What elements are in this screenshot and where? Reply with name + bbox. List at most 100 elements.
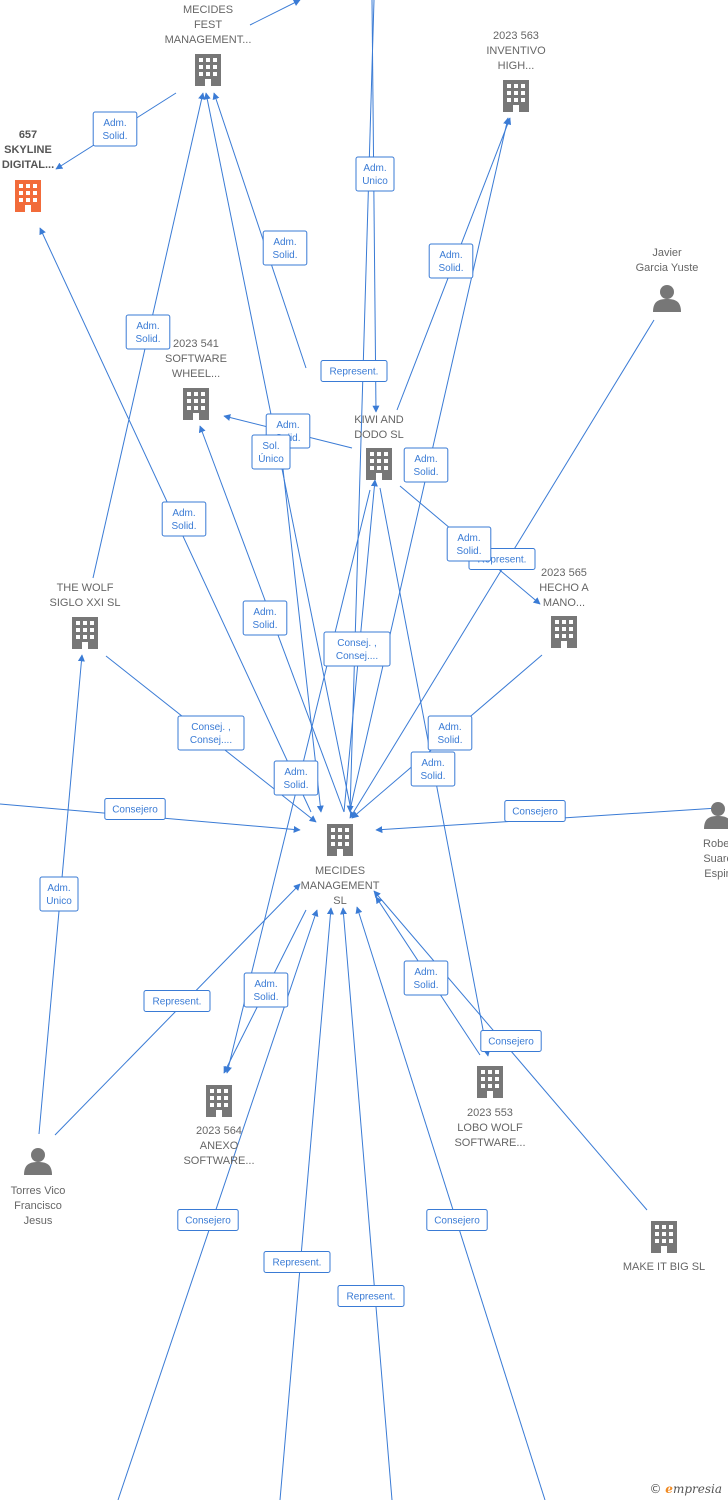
edge-label-el12[interactable]: Adm.Solid. — [446, 526, 492, 562]
building-icon — [551, 616, 577, 648]
edge-label-el21[interactable]: Adm. Unico — [39, 876, 79, 912]
edge-label-text: Adm. — [172, 508, 195, 519]
edge-label-box — [39, 876, 79, 912]
edge-label-el28[interactable]: Represent. — [263, 1251, 331, 1273]
edge-label-box — [323, 631, 391, 667]
node-label-line: MANAGEMENT... — [165, 34, 252, 46]
edge-label-el9[interactable]: Adm.Solid. — [403, 447, 449, 483]
node-label-line: Javier — [652, 247, 682, 259]
edge-label-text: Solid. — [437, 735, 462, 746]
edge-label-el23[interactable]: Adm. Solid. — [243, 972, 289, 1008]
node-label-line: Suare — [703, 853, 728, 865]
edge-label-box — [480, 1030, 542, 1052]
node-label-line: SOFTWARE... — [454, 1137, 525, 1149]
edge-label-el1[interactable]: Adm.Solid. — [92, 111, 138, 147]
edge-label-text: Adm. — [414, 454, 437, 465]
building-icon — [206, 1085, 232, 1117]
node-make_it_big[interactable]: MAKE IT BIG SL — [623, 1221, 705, 1273]
edge-label-el25[interactable]: Consejero — [480, 1030, 542, 1052]
edge-label-el10[interactable]: Adm.Solid. — [161, 501, 207, 537]
edge-label-el24[interactable]: Adm.Solid. — [403, 960, 449, 996]
edge-label-text: Represent. — [153, 997, 202, 1008]
edge-label-box — [426, 1209, 488, 1231]
edge-label-text: Adm. — [47, 883, 70, 894]
edge-label-el14[interactable]: Consej. ,Consej.... — [323, 631, 391, 667]
edge-label-text: Solid. — [253, 992, 278, 1003]
edge-label-text: Adm. — [276, 420, 299, 431]
edge-label-el15[interactable]: Consej. ,Consej.... — [177, 715, 245, 751]
node-anexo[interactable]: 2023 564ANEXOSOFTWARE... — [183, 1085, 255, 1167]
edge-label-el29[interactable]: Represent. — [337, 1285, 405, 1307]
edge-label-box — [273, 760, 319, 796]
edge-label-el5[interactable]: Adm.Solid. — [125, 314, 171, 350]
node-inventivo[interactable]: 2023 563INVENTIVOHIGH... — [486, 30, 546, 112]
edge-label-box — [251, 434, 291, 470]
node-layer: MECIDES FEST MANAGEMENT... 657SKYLINEDIGITA… — [2, 4, 728, 1273]
edge-label-el6[interactable]: Represent. — [320, 360, 388, 382]
node-mecides_fest[interactable]: MECIDES FEST MANAGEMENT... — [165, 4, 252, 86]
node-roberto[interactable]: RoberSuareEspin — [703, 802, 728, 880]
edge-line-29 — [279, 907, 334, 1500]
edge-label-text: Adm. — [421, 758, 444, 769]
edge-label-text: Adm. — [253, 607, 276, 618]
edge-label-el19[interactable]: Consejero — [104, 798, 166, 820]
edge-label-box — [143, 990, 211, 1012]
edge-label-box — [262, 230, 308, 266]
edge-label-el22[interactable]: Represent. — [143, 990, 211, 1012]
building-icon — [183, 388, 209, 420]
node-label-line: MECIDES — [315, 865, 365, 877]
edge-label-text: Consejero — [434, 1216, 480, 1227]
edge-label-text: Consejero — [488, 1037, 534, 1048]
node-label-line: INVENTIVO — [486, 45, 546, 57]
edge-label-el18[interactable]: Adm.Solid. — [410, 751, 456, 787]
node-label-line: ANEXO — [200, 1140, 239, 1152]
building-icon — [72, 617, 98, 649]
edge-label-el3[interactable]: Adm. Solid. — [262, 230, 308, 266]
building-icon — [327, 824, 353, 856]
edge-label-box — [263, 1251, 331, 1273]
node-label-line: FEST — [194, 19, 222, 31]
node-software_wheel[interactable]: 2023 541SOFTWAREWHEEL... — [165, 338, 227, 420]
edge-label-el13[interactable]: Adm.Solid. — [242, 600, 288, 636]
building-icon — [195, 54, 221, 86]
edge-label-el16[interactable]: Adm.Solid. — [427, 715, 473, 751]
edge-label-el27[interactable]: Consejero — [426, 1209, 488, 1231]
edge-label-el8[interactable]: Sol.Único — [251, 434, 291, 470]
edge-label-box — [177, 1209, 239, 1231]
person-icon — [24, 1148, 52, 1175]
edge-label-text: Solid. — [413, 980, 438, 991]
node-label-line: SOFTWARE... — [183, 1155, 254, 1167]
node-label-line: MECIDES — [183, 4, 233, 16]
node-label-line: THE WOLF — [57, 582, 114, 594]
edge-label-text: Adm. — [284, 767, 307, 778]
edge-label-el20[interactable]: Consejero — [504, 800, 566, 822]
edge-label-box — [177, 715, 245, 751]
edge-line-5 — [212, 92, 307, 369]
edge-label-text: Adm. — [273, 237, 296, 248]
edge-label-el2[interactable]: Adm.Unico — [355, 156, 395, 192]
edge-label-box — [427, 715, 473, 751]
edge-label-text: Adm. — [103, 118, 126, 129]
node-skyline[interactable]: 657SKYLINEDIGITAL... — [2, 129, 54, 212]
edge-label-el4[interactable]: Adm.Solid. — [428, 243, 474, 279]
node-label-line: 657 — [19, 129, 37, 141]
edge-label-text: Sol. — [262, 441, 279, 452]
edge-label-text: Solid. — [135, 334, 160, 345]
edge-label-text: Solid. — [272, 250, 297, 261]
edge-label-el17[interactable]: Adm.Solid. — [273, 760, 319, 796]
edge-label-text: Solid. — [456, 546, 481, 557]
edge-label-text: Adm. — [254, 979, 277, 990]
edge-label-box — [428, 243, 474, 279]
edge-label-text: Unico — [46, 896, 72, 907]
edge-label-el26[interactable]: Consejero — [177, 1209, 239, 1231]
node-label-line: 2023 541 — [173, 338, 219, 350]
edge-label-text: Consejero — [112, 805, 158, 816]
edge-label-text: Represent. — [478, 555, 527, 566]
